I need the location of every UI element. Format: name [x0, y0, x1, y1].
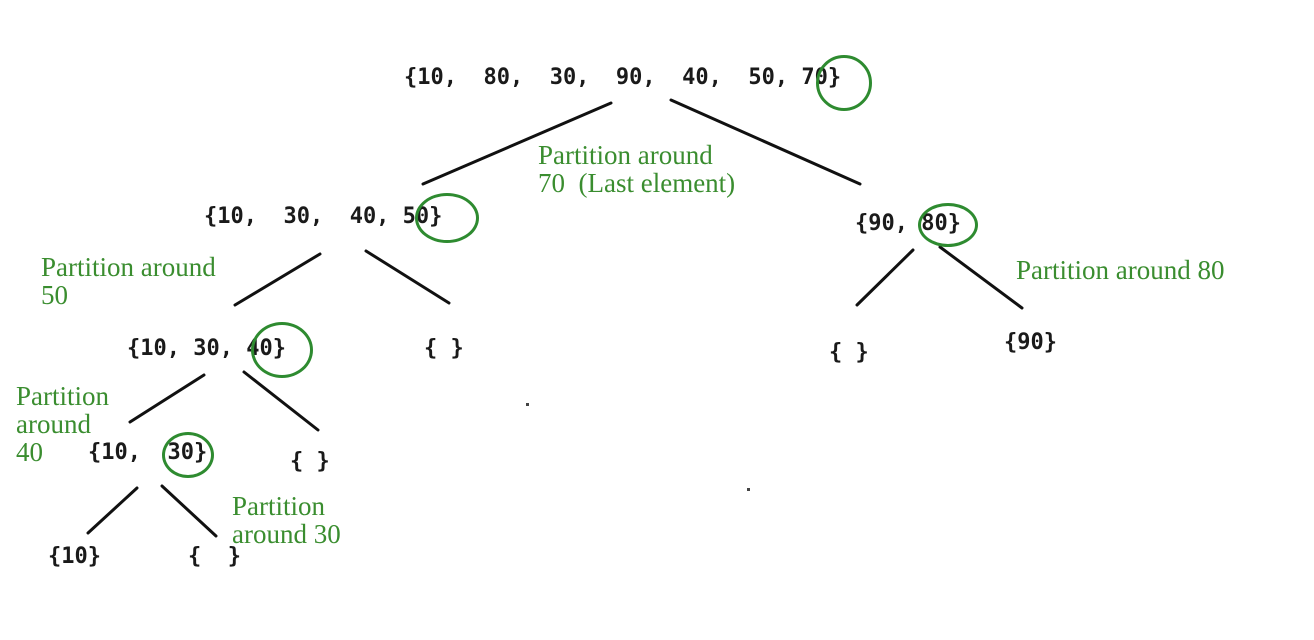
stray-dot [747, 488, 750, 491]
node-left-level1: {10, 30, 40, 50} [204, 204, 443, 229]
pivot-circle-40 [251, 322, 313, 378]
edge-l2-right [242, 370, 320, 432]
edge-r1-right [938, 245, 1024, 310]
label-partition-40: Partition around 40 [16, 381, 109, 467]
edge-l3-left [86, 486, 139, 535]
edge-root-left [421, 101, 613, 186]
node-empty-level4: { } [188, 544, 241, 569]
node-empty-level2-a: { } [424, 336, 464, 361]
stray-dot [526, 403, 529, 406]
pivot-circle-80 [918, 203, 978, 247]
pivot-circle-50 [415, 193, 479, 243]
edge-root-right [669, 98, 862, 186]
pivot-circle-70 [816, 55, 872, 111]
node-empty-level3: { } [290, 449, 330, 474]
edge-l1-right [364, 249, 451, 305]
edge-l3-right [160, 484, 218, 538]
label-partition-70: Partition around 70 (Last element) [538, 140, 736, 198]
label-partition-80: Partition around 80 [1016, 255, 1225, 285]
node-single-10: {10} [48, 544, 101, 569]
edge-l1-left [233, 252, 322, 307]
node-empty-level2-b: { } [829, 340, 869, 365]
node-single-90: {90} [1004, 330, 1057, 355]
label-partition-30: Partition around 30 [232, 491, 341, 549]
node-root: {10, 80, 30, 90, 40, 50, 70} [404, 65, 842, 90]
pivot-circle-30 [162, 432, 214, 478]
edge-r1-left [855, 248, 915, 307]
edge-l2-left [128, 373, 206, 424]
label-partition-50: Partition around 50 [41, 252, 216, 310]
